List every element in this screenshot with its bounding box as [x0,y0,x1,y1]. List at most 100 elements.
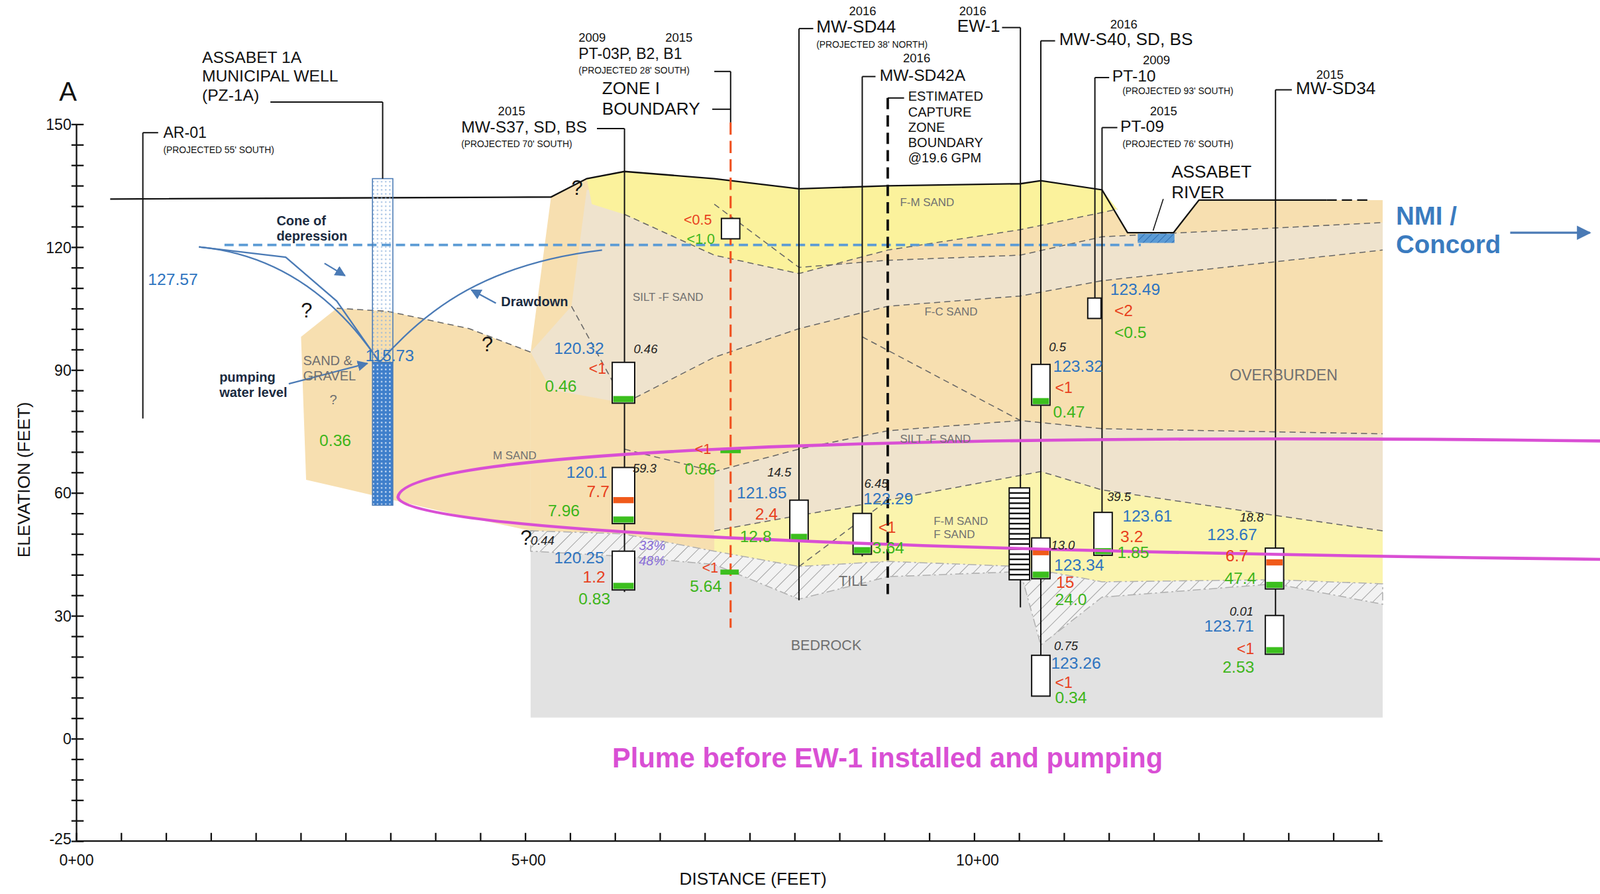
annotation-label: ASSABET RIVER [1171,162,1264,203]
well-screen-interval [1265,615,1284,655]
cone-of-depression [198,247,602,363]
axis-tick [71,349,84,351]
axis-tick [838,832,841,841]
axis-tick [659,832,661,841]
well-line [1001,27,1021,29]
annotation-label: DISTANCE (FEET) [679,869,827,890]
red-value: <1 [1055,378,1073,397]
axis-tick [1378,832,1380,841]
well-line [1094,77,1096,317]
axis-tick [71,164,84,167]
italic-value: 14.5 [767,465,792,480]
water-elevation: 123.32 [1052,357,1103,376]
red-value: 6.7 [1225,547,1249,566]
annotation-label: PT-10 [1112,67,1157,87]
percent-value: 48% [638,553,666,570]
red-value: 15 [1056,573,1074,593]
axis-tick [71,820,84,822]
annotation-label: 2015 [1150,104,1178,119]
axis-tick [71,184,84,187]
annotation-label: 0 [62,729,72,748]
screen-slot [1009,537,1030,540]
well-screen-interval [1031,364,1051,406]
annotation-label: (PROJECTED 28' SOUTH) [578,65,690,77]
well-screen-interval [612,467,635,524]
overburden [530,171,1383,584]
axis-tick [1287,832,1290,841]
axis-tick [71,410,84,412]
water-elevation: 121.85 [736,483,787,503]
axis-tick [71,471,84,474]
annotation-label: (PROJECTED 93' SOUTH) [1122,86,1233,97]
axis-tick [71,430,84,432]
well-line [143,131,159,134]
cone-of-depression [198,247,380,363]
annotation-label: MW-S37, SD, BS [461,118,587,138]
percent-value: 33% [638,538,666,554]
red-value: 1.2 [582,568,605,587]
green-value: 3.64 [872,538,905,558]
sample-bar-green [720,569,739,575]
axis-tick [71,696,84,699]
well-line [861,76,863,557]
annotation-label: ? [481,331,493,356]
annotation-label: 60 [54,483,72,502]
axis-tick [300,832,302,841]
screen-slot [1009,517,1030,519]
well-line [712,108,731,110]
axis-tick [435,832,437,841]
axis-tick [928,832,931,841]
well-line [1101,127,1118,129]
well-screen-interval [1087,298,1102,319]
gravel-lens [300,308,531,531]
well-screen-interval [1093,512,1113,556]
axis-tick [1018,832,1020,841]
red-value: <1 [1236,639,1255,658]
green-value: 0.46 [544,377,577,397]
italic-value: 18.8 [1239,510,1264,525]
layer-boundary [571,249,1383,403]
layer-boundary [624,420,1383,472]
annotation-label: ELEVATION (FEET) [14,402,35,558]
sample-bar-green [853,547,871,554]
soil-label: F-C SAND [924,305,978,319]
axis-tick [794,832,796,841]
annotation-label: 150 [45,115,72,134]
screen-slot [1009,492,1030,494]
river [1137,233,1174,244]
sample-bar-green [1266,581,1283,588]
well-line [799,27,814,30]
well-screen [372,362,393,506]
red-value: <1 [1055,673,1073,692]
well-line [1101,127,1103,557]
well-screen-interval [612,551,635,591]
axis-tick [71,246,84,248]
callout-label: pumping water level [219,370,303,401]
italic-value: 0.5 [1048,340,1067,355]
italic-value: 0.01 [1229,604,1254,619]
italic-value: 59.3 [632,461,657,476]
sample-bar-green [1266,646,1283,653]
annotation-label: (PROJECTED 55' SOUTH) [162,145,274,156]
green-value: <1.0 [687,231,716,248]
screen-slot [1009,528,1030,530]
italic-value: 13.0 [1050,538,1075,553]
green-value: <0.5 [1114,323,1147,342]
red-value: <2 [1114,302,1133,321]
annotation-label: MW-SD44 [816,17,896,38]
green-value: 12.8 [740,527,772,546]
well-screen-interval [853,513,872,555]
axis-tick [71,123,84,126]
axis-tick [1108,832,1110,841]
annotation-label: 0+00 [58,850,94,869]
axis-tick [524,832,527,841]
ground-surface-dashed [1326,199,1368,201]
well-casing [372,178,393,363]
well-line [730,71,732,123]
well-line [1275,89,1292,91]
annotation-label: 2016 [903,51,931,66]
screen-slot [1009,568,1030,570]
sample-bar-green [1032,571,1050,578]
layer-boundary [714,471,1383,531]
annotation-label: 2016 [848,4,876,19]
